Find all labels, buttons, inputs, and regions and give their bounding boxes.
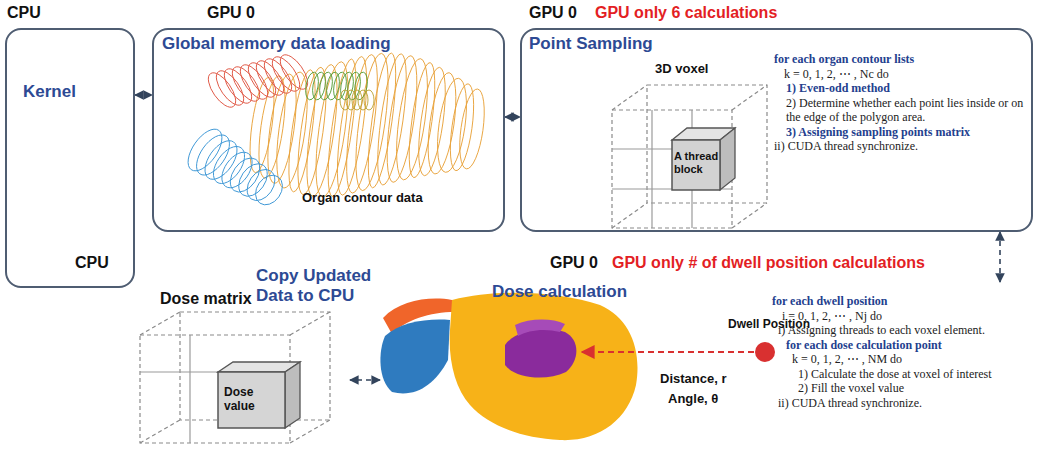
pseudo-code: for each dwell positioni = 0, 1, 2, ⋯ , … bbox=[772, 294, 1032, 410]
organ-contours bbox=[181, 50, 488, 210]
dashed-connector bbox=[350, 379, 380, 381]
node-text: GPU 0 bbox=[207, 4, 255, 22]
node-text: CPU bbox=[75, 254, 109, 272]
node-text: Global memory data loading bbox=[162, 34, 391, 54]
node-text: Kernel bbox=[23, 82, 76, 102]
figure-label: A thread block bbox=[674, 150, 720, 175]
code-line: i) Assigning threads to each voxel eleme… bbox=[778, 323, 1032, 338]
node-text: CPU bbox=[7, 4, 41, 22]
code-line: 1) Calculate the dose at voxel of intere… bbox=[798, 367, 1032, 382]
figure-label: Angle, θ bbox=[668, 392, 718, 407]
code-line: for each dose calculation point bbox=[786, 338, 1032, 353]
dashed-connector bbox=[505, 116, 520, 118]
dose-matrix-cube bbox=[140, 312, 330, 443]
figure-label: 3D voxel bbox=[655, 62, 708, 77]
node-text: GPU only 6 calculations bbox=[595, 4, 777, 22]
code-line: 2) Determine whether each point lies ins… bbox=[786, 96, 1030, 125]
code-line: for each dwell position bbox=[772, 294, 1032, 309]
node-text: Dose matrix bbox=[160, 290, 252, 308]
pseudo-code: for each organ contour listsk = 0, 1, 2,… bbox=[774, 52, 1030, 154]
node-text: Dose calculation bbox=[492, 282, 627, 302]
code-line: ii) CUDA thread synchronize. bbox=[774, 139, 1030, 154]
code-line: 1) Even-odd method bbox=[786, 81, 1030, 96]
gpu-memory-box: GPU 0Global memory data loadingOrgan con… bbox=[152, 28, 505, 232]
figure-label: Distance, r bbox=[660, 372, 726, 387]
node-text: GPU 0 bbox=[529, 4, 577, 22]
node-text: Point Sampling bbox=[529, 34, 653, 54]
code-line: i = 0, 1, 2, ⋯ , Nj do bbox=[782, 309, 1032, 324]
code-line: for each organ contour lists bbox=[774, 52, 1030, 67]
dose-organs bbox=[380, 293, 637, 440]
code-line: 3) Assigning sampling points matrix bbox=[786, 125, 1030, 140]
dashed-connector bbox=[999, 232, 1001, 282]
code-line: ii) CUDA thread synchronize. bbox=[778, 396, 1032, 411]
dose-calculation-panel: GPU 0GPU only # of dwell position calcul… bbox=[380, 282, 1035, 448]
node-text: Organ contour data bbox=[302, 190, 423, 205]
node-text: GPU 0 bbox=[550, 254, 598, 272]
code-line: 2) Fill the voxel value bbox=[798, 381, 1032, 396]
figure-label: Dose value bbox=[224, 386, 284, 414]
node-text: GPU only # of dwell position calculation… bbox=[612, 254, 925, 272]
dwell-arrow bbox=[582, 342, 775, 362]
point-sampling-box: GPU 0GPU only 6 calculationsPoint Sampli… bbox=[520, 28, 1033, 232]
figure-label: Dwell Position bbox=[728, 318, 810, 332]
thread-block bbox=[672, 128, 735, 190]
voxel-cube bbox=[612, 85, 767, 228]
dose-cell bbox=[218, 362, 300, 428]
code-line: k = 0, 1, 2, ⋯ , NM do bbox=[792, 352, 1032, 367]
cpu-box: CPU Kernel bbox=[5, 28, 135, 288]
dashed-connector bbox=[135, 94, 152, 96]
code-line: k = 0, 1, 2, ⋯ , Nc do bbox=[784, 67, 1030, 82]
cpu-output-panel: CPUCopy Updated Data to CPUDose matrix bbox=[60, 250, 350, 445]
node-text: Copy Updated Data to CPU bbox=[256, 266, 374, 306]
